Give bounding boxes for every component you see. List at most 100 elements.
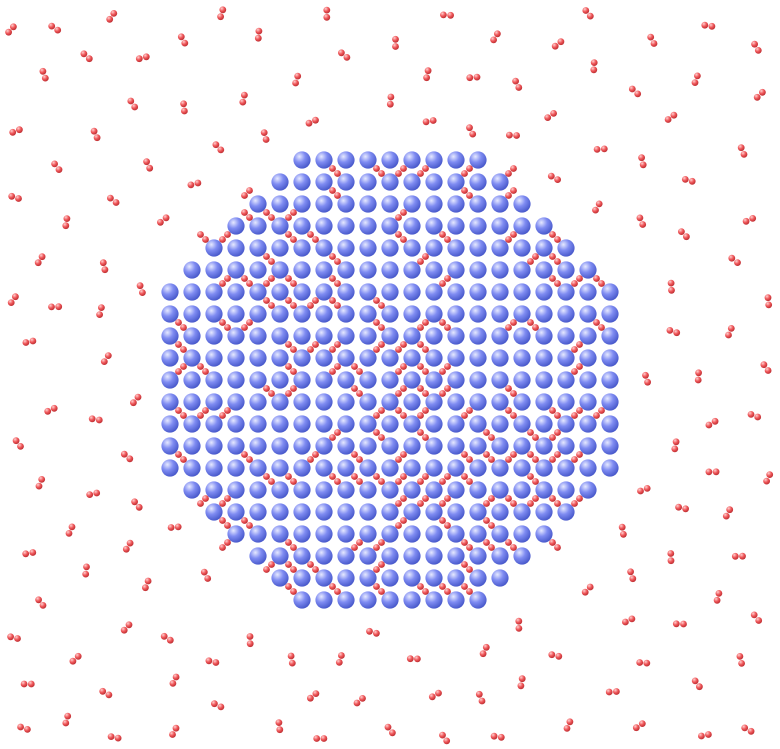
lattice-atom [315,481,332,498]
lattice-atom [293,327,310,344]
lattice-atom [425,217,442,234]
gas-molecule [606,688,620,695]
gas-molecule [89,415,103,423]
lattice-atom [359,591,376,608]
interstitial-molecule [329,253,341,265]
lattice-atom [271,481,288,498]
lattice-atom [403,591,420,608]
interstitial-molecule [241,275,253,287]
lattice-atom [557,261,574,278]
interstitial-molecule [219,495,231,507]
lattice-atom [315,327,332,344]
interstitial-molecule [395,341,407,353]
interstitial-molecule [285,275,297,287]
lattice-atom [491,217,508,234]
lattice-atom [337,261,354,278]
gas-molecule [678,228,690,240]
lattice-atom [579,437,596,454]
lattice-atom [557,415,574,432]
gas-molecule [62,713,71,727]
interstitial-molecule [395,407,407,419]
interstitial-molecule [505,187,517,199]
lattice-atom [249,503,266,520]
interstitial-molecule [505,231,517,243]
gas-molecule [387,94,394,108]
lattice-atom [403,569,420,586]
lattice-atom [227,239,244,256]
lattice-atom [359,283,376,300]
lattice-atom [491,349,508,366]
lattice-atom [271,415,288,432]
lattice-atom [315,349,332,366]
lattice-atom [271,569,288,586]
lattice-atom [513,459,530,476]
gas-molecule [701,22,715,30]
lattice-atom [161,305,178,322]
gas-molecule [763,471,773,484]
interstitial-molecule [505,165,517,177]
lattice-atom [403,547,420,564]
gas-molecule [633,720,646,731]
interstitial-molecule [439,231,451,243]
interstitial-molecule [571,495,583,507]
lattice-atom [315,525,332,542]
lattice-atom [469,437,486,454]
lattice-atom [227,327,244,344]
lattice-atom [249,327,266,344]
lattice-atom [557,239,574,256]
interstitial-molecule [373,297,385,309]
lattice-atom [205,371,222,388]
lattice-atom [315,239,332,256]
lattice-atom [425,459,442,476]
lattice-atom [557,283,574,300]
gas-molecule [665,112,678,123]
lattice-atom [381,393,398,410]
lattice-atom [271,393,288,410]
lattice-atom [205,459,222,476]
lattice-atom [447,283,464,300]
lattice-atom [447,437,464,454]
lattice-atom [161,349,178,366]
gas-molecule [130,394,141,406]
lattice-atom [271,305,288,322]
lattice-atom [183,415,200,432]
lattice-atom [183,459,200,476]
gas-molecule [338,49,350,60]
lattice-atom [557,393,574,410]
interstitial-molecule [395,495,407,507]
lattice-atom [535,481,552,498]
lattice-atom [601,283,618,300]
gas-molecule [647,34,657,47]
interstitial-molecule [307,231,319,243]
gas-molecule [100,259,108,273]
interstitial-molecule [505,407,517,419]
interstitial-molecule [417,429,429,441]
gas-molecule [35,596,46,608]
gas-molecule [544,110,557,121]
interstitial-molecule [263,473,275,485]
interstitial-molecule [285,561,297,573]
lattice-atom [249,525,266,542]
lattice-atom [513,503,530,520]
lattice-atom [381,261,398,278]
lattice-atom [447,305,464,322]
interstitial-molecule [417,583,429,595]
interstitial-molecule [395,209,407,221]
gas-molecule [51,161,62,174]
lattice-atom [447,525,464,542]
lattice-atom [425,261,442,278]
lattice-atom [183,371,200,388]
gas-molecule [692,73,701,87]
interstitial-molecule [373,473,385,485]
lattice-atom [425,349,442,366]
lattice-atom [469,503,486,520]
gas-molecule [741,725,754,735]
lattice-atom [337,503,354,520]
gas-molecule [667,327,681,336]
lattice-atom [293,569,310,586]
lattice-atom [183,393,200,410]
lattice-atom [293,503,310,520]
lattice-atom [249,217,266,234]
interstitial-molecule [417,363,429,375]
